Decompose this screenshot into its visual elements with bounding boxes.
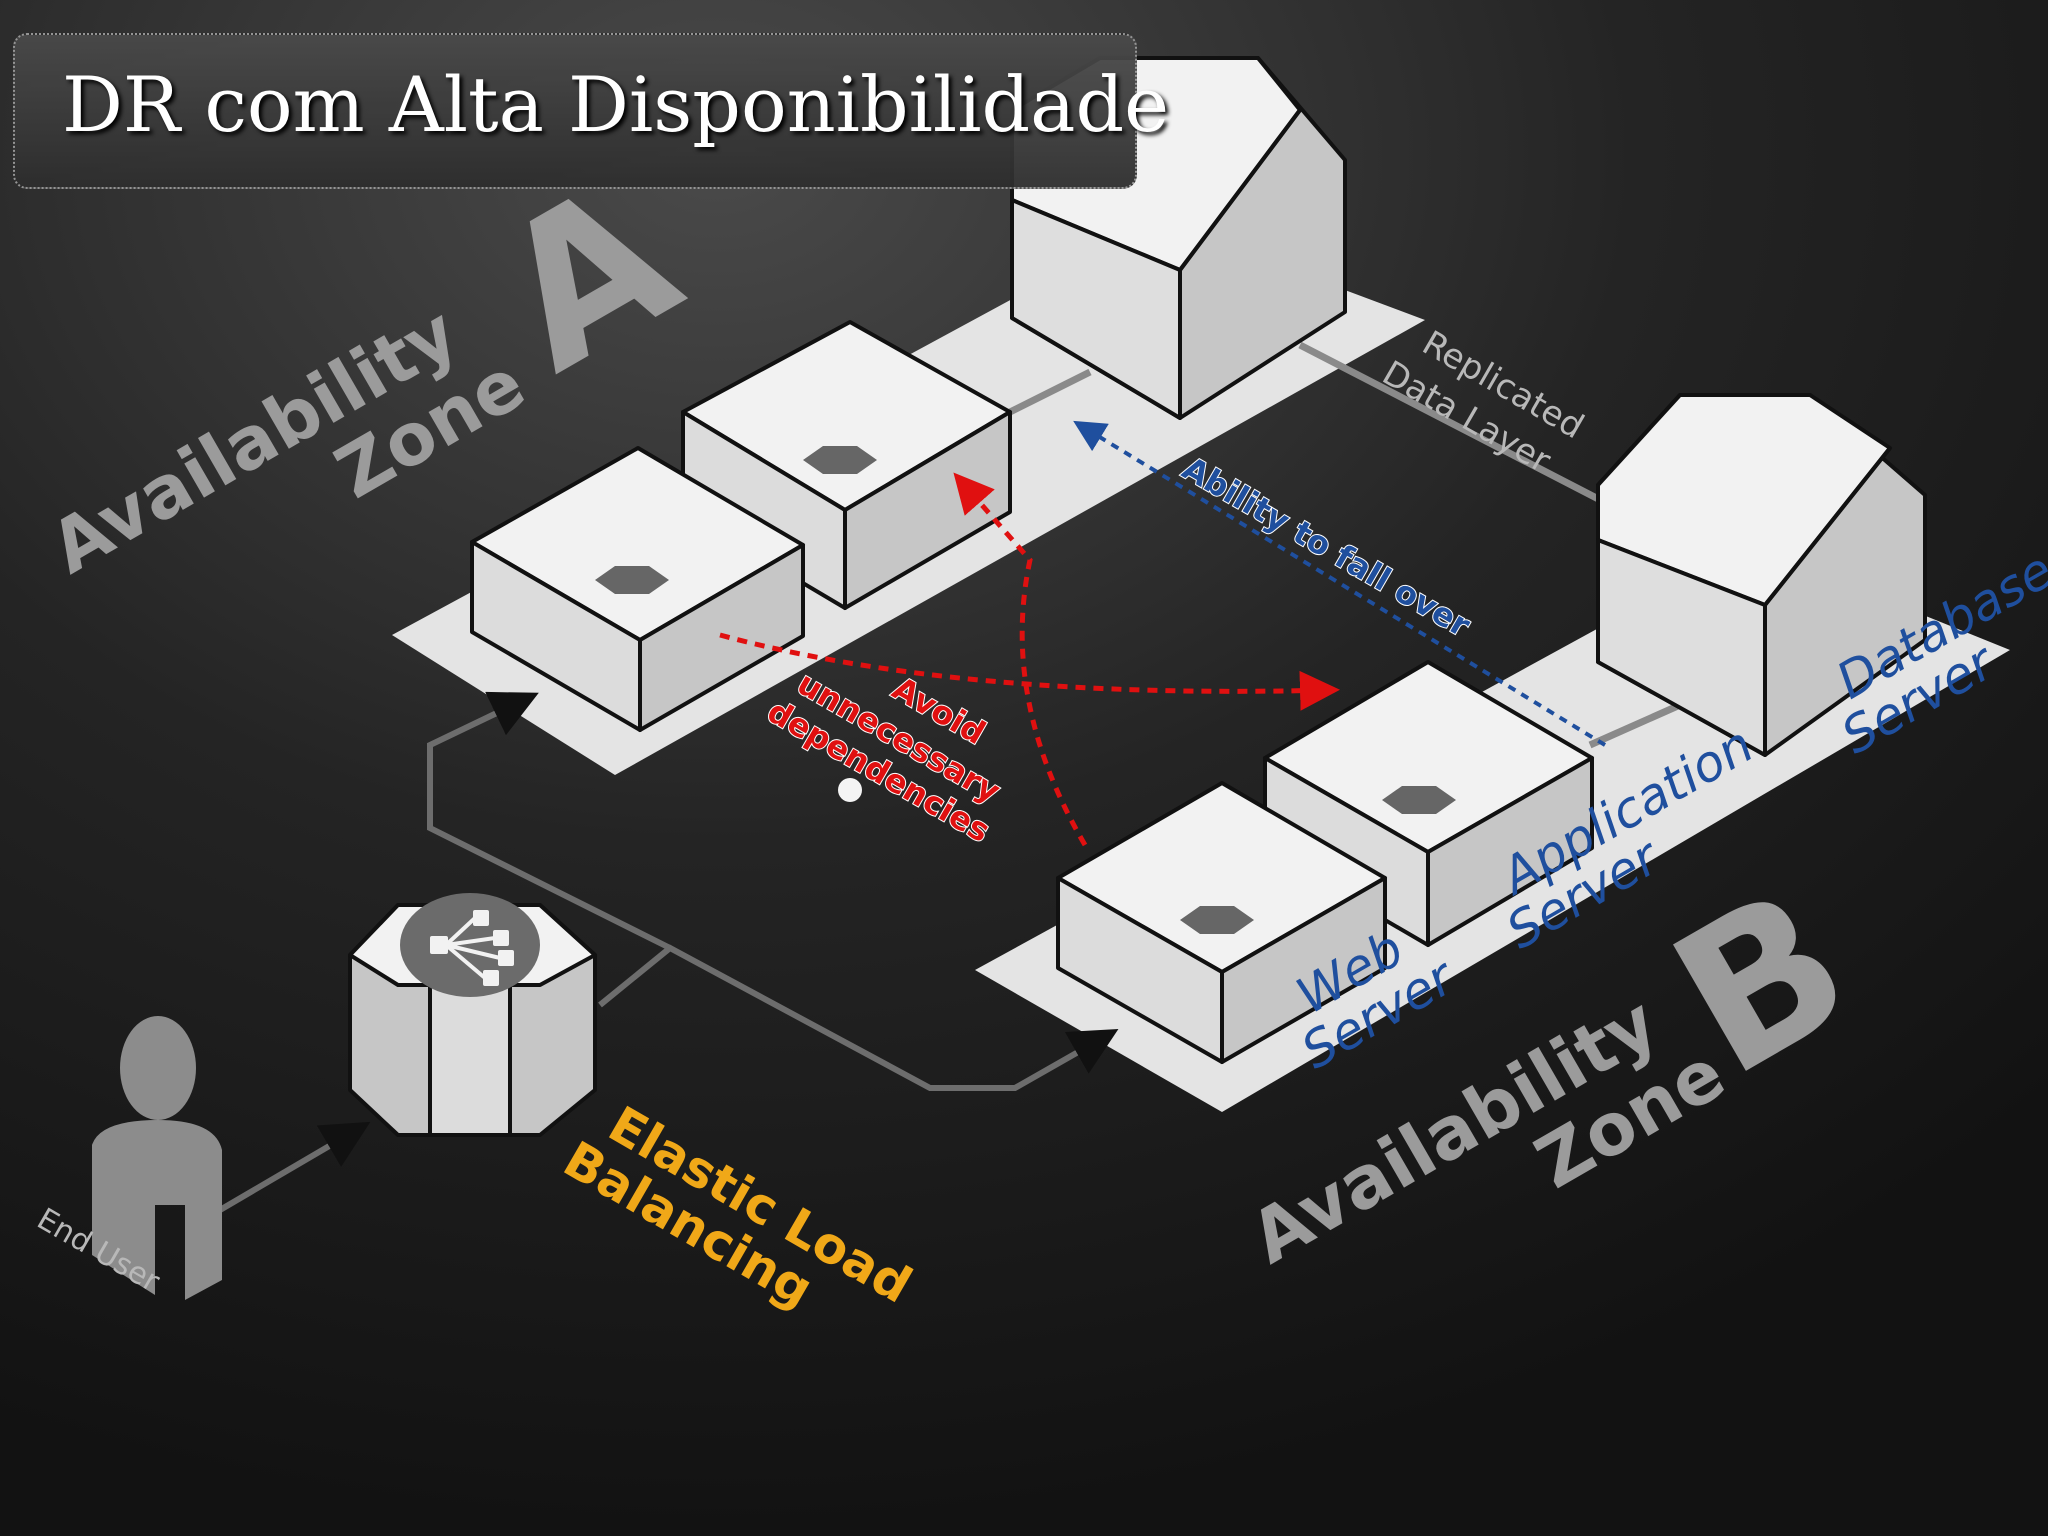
load-balancer-icon xyxy=(348,893,597,1137)
user-icon xyxy=(92,1016,222,1300)
marker-dot xyxy=(838,778,862,802)
replication-lines xyxy=(1008,341,1682,749)
database-b-icon xyxy=(1596,393,1927,757)
web-server-b-icon xyxy=(1056,781,1387,1064)
app-server-a-icon xyxy=(681,320,1012,610)
page-title: DR com Alta Disponibilidade xyxy=(62,60,1170,149)
title-banner xyxy=(13,33,1137,189)
avoid-dependencies-arrows xyxy=(719,472,1340,847)
failover-arrow xyxy=(1073,420,1607,747)
elb-connections xyxy=(218,691,1119,1213)
